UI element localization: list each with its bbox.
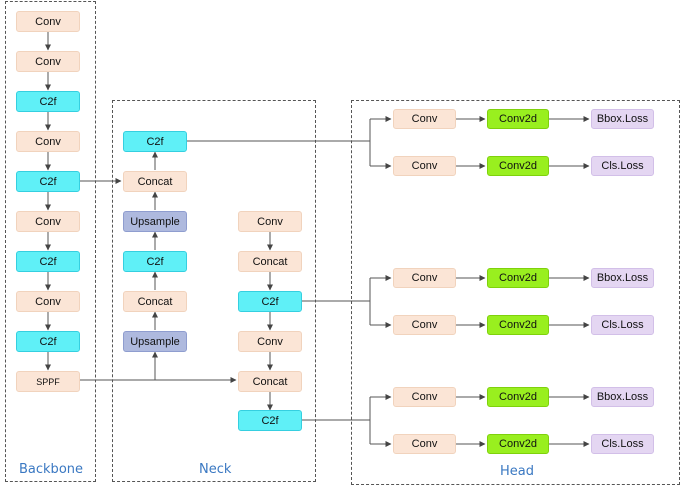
head1-bbox-conv2d: Conv2d <box>487 109 549 129</box>
head1-bbox-conv: Conv <box>393 109 456 129</box>
head1-cls-conv: Conv <box>393 156 456 176</box>
head2-bbox-loss: Bbox.Loss <box>591 268 654 288</box>
head3-cls-conv: Conv <box>393 434 456 454</box>
head3-cls-loss: Cls.Loss <box>591 434 654 454</box>
neck-conv-1: Conv <box>238 211 302 232</box>
neck-section <box>112 100 316 482</box>
head3-bbox-loss: Bbox.Loss <box>591 387 654 407</box>
head2-cls-conv: Conv <box>393 315 456 335</box>
neck-c2f-right-1: C2f <box>238 291 302 312</box>
head2-bbox-conv2d: Conv2d <box>487 268 549 288</box>
backbone-conv-5: Conv <box>16 291 80 312</box>
backbone-c2f-1: C2f <box>16 91 80 112</box>
backbone-conv-1: Conv <box>16 11 80 32</box>
head2-cls-conv2d: Conv2d <box>487 315 549 335</box>
neck-c2f-top: C2f <box>123 131 187 152</box>
head-title: Head <box>500 464 534 479</box>
head3-bbox-conv: Conv <box>393 387 456 407</box>
backbone-conv-2: Conv <box>16 51 80 72</box>
neck-c2f-right-2: C2f <box>238 410 302 431</box>
neck-concat-1: Concat <box>123 171 187 192</box>
head-section <box>351 100 680 485</box>
neck-concat-4: Concat <box>238 371 302 392</box>
neck-conv-2: Conv <box>238 331 302 352</box>
backbone-conv-4: Conv <box>16 211 80 232</box>
backbone-sppf: SPPF <box>16 371 80 392</box>
head2-bbox-conv: Conv <box>393 268 456 288</box>
backbone-title: Backbone <box>19 462 84 477</box>
neck-upsample-1: Upsample <box>123 211 187 232</box>
head3-cls-conv2d: Conv2d <box>487 434 549 454</box>
neck-concat-3: Concat <box>238 251 302 272</box>
backbone-c2f-2: C2f <box>16 171 80 192</box>
head1-cls-conv2d: Conv2d <box>487 156 549 176</box>
head1-bbox-loss: Bbox.Loss <box>591 109 654 129</box>
head1-cls-loss: Cls.Loss <box>591 156 654 176</box>
head3-bbox-conv2d: Conv2d <box>487 387 549 407</box>
neck-c2f-mid: C2f <box>123 251 187 272</box>
backbone-conv-3: Conv <box>16 131 80 152</box>
neck-concat-2: Concat <box>123 291 187 312</box>
neck-upsample-2: Upsample <box>123 331 187 352</box>
backbone-c2f-3: C2f <box>16 251 80 272</box>
head2-cls-loss: Cls.Loss <box>591 315 654 335</box>
backbone-section <box>5 1 96 482</box>
backbone-c2f-4: C2f <box>16 331 80 352</box>
neck-title: Neck <box>199 462 232 477</box>
